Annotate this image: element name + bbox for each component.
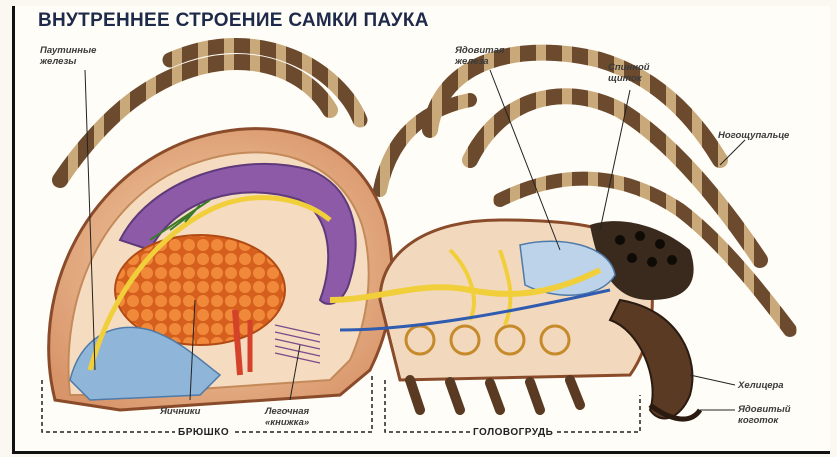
region-cephalothorax: ГОЛОВОГРУДЬ xyxy=(470,427,556,438)
label-venom-gland: Ядовитая железа xyxy=(455,45,504,67)
label-venom-claw: Ядовитый коготок xyxy=(738,404,791,426)
label-dorsal-shield: Спинной щиток xyxy=(608,62,650,84)
label-spinneret-glands: Паутинные железы xyxy=(40,45,96,67)
abdomen xyxy=(49,129,393,410)
label-pedipalp: Ногощупальце xyxy=(718,130,789,141)
label-ovaries: Яичники xyxy=(160,406,200,417)
label-chelicera: Хелицера xyxy=(738,380,784,391)
page-title: ВНУТРЕННЕЕ СТРОЕНИЕ САМКИ ПАУКА xyxy=(38,10,429,32)
label-book-lung: Легочная «книжка» xyxy=(265,406,309,428)
leg-6 xyxy=(380,100,470,190)
region-abdomen: БРЮШКО xyxy=(175,427,232,438)
